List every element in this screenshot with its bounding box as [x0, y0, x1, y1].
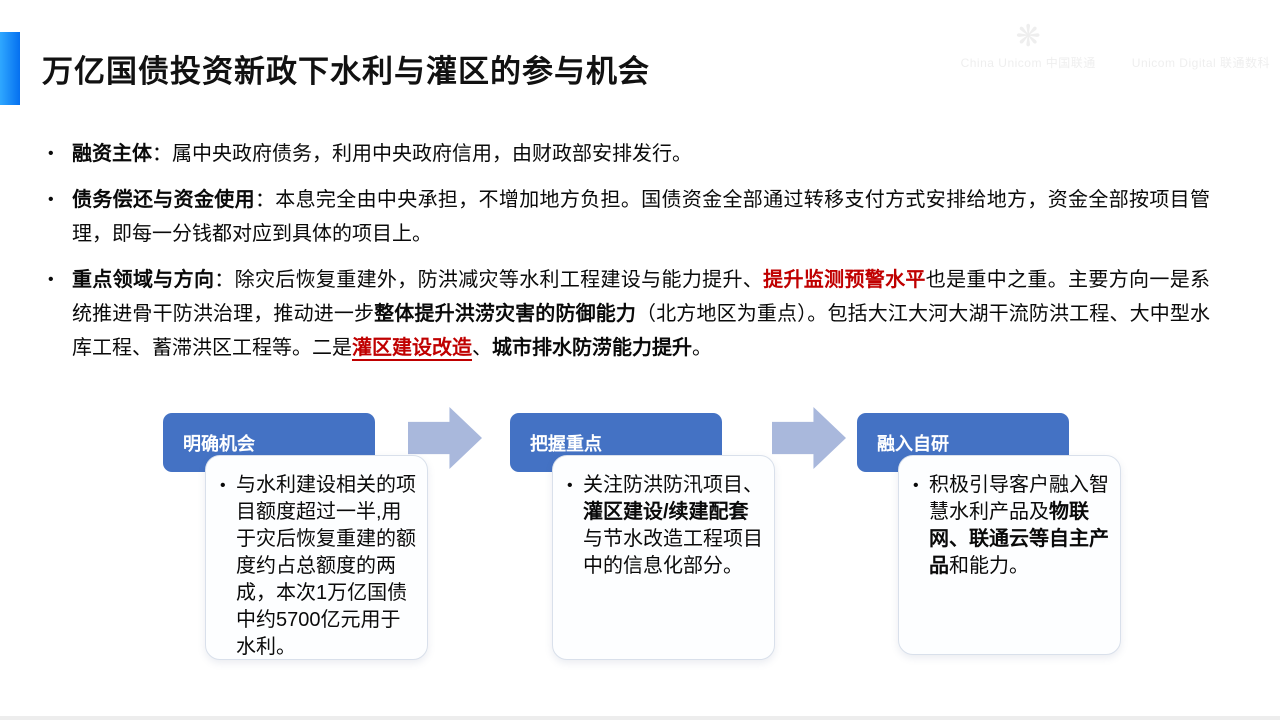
watermark-unicom-digital: Unicom Digital 联通数科 [1132, 54, 1270, 71]
watermark-china-unicom: ❋ China Unicom 中国联通 [961, 22, 1096, 71]
bullet-dot-icon: • [48, 145, 54, 162]
step-card-body: • 积极引导客户融入智慧水利产品及物联网、联通云等自主产品和能力。 [913, 472, 1110, 580]
watermark-text: China Unicom 中国联通 [960, 56, 1096, 70]
step-card-body: • 与水利建设相关的项目额度超过一半,用于灾后恢复重建的额度约占总额度的两成，本… [220, 472, 417, 661]
bullet-item-key-areas: • 重点领域与方向：除灾后恢复重建外，防洪减灾等水利工程建设与能力提升、提升监测… [42, 263, 1210, 365]
bullet-dot-icon: • [567, 477, 573, 494]
bullet-dot-icon: • [913, 477, 919, 494]
watermark-text: Unicom Digital 联通数科 [1131, 56, 1270, 70]
china-unicom-logo-icon: ❋ [1015, 20, 1041, 53]
bullet-text: 重点领域与方向：除灾后恢复重建外，防洪减灾等水利工程建设与能力提升、提升监测预警… [72, 269, 1211, 359]
slide-bottom-edge [0, 716, 1280, 720]
step-card-grasp-key-points: • 关注防洪防汛项目、灌区建设/续建配套与节水改造工程项目中的信息化部分。 [552, 455, 775, 660]
bullet-list: • 融资主体：属中央政府债务，利用中央政府信用，由财政部安排发行。 • 债务偿还… [42, 137, 1210, 377]
bullet-dot-icon: • [48, 191, 54, 208]
bullet-item-financing-entity: • 融资主体：属中央政府债务，利用中央政府信用，由财政部安排发行。 [42, 137, 1210, 171]
title-row: 万亿国债投资新政下水利与灌区的参与机会 [0, 32, 650, 105]
step-card-text: 积极引导客户融入智慧水利产品及物联网、联通云等自主产品和能力。 [929, 474, 1109, 577]
slide-title: 万亿国债投资新政下水利与灌区的参与机会 [42, 54, 650, 89]
step-card-identify-opportunity: • 与水利建设相关的项目额度超过一半,用于灾后恢复重建的额度约占总额度的两成，本… [205, 455, 428, 660]
step-card-text: 与水利建设相关的项目额度超过一半,用于灾后恢复重建的额度约占总额度的两成，本次1… [236, 474, 416, 658]
bullet-dot-icon: • [48, 271, 54, 288]
step-header-label: 把握重点 [530, 433, 602, 454]
step-card-text: 关注防洪防汛项目、灌区建设/续建配套与节水改造工程项目中的信息化部分。 [583, 474, 763, 577]
step-card-body: • 关注防洪防汛项目、灌区建设/续建配套与节水改造工程项目中的信息化部分。 [567, 472, 764, 580]
step-card-integrate-self-developed: • 积极引导客户融入智慧水利产品及物联网、联通云等自主产品和能力。 [898, 455, 1121, 655]
bullet-text: 融资主体：属中央政府债务，利用中央政府信用，由财政部安排发行。 [72, 143, 692, 165]
watermark: ❋ China Unicom 中国联通 Unicom Digital 联通数科 [961, 22, 1270, 71]
step-header-label: 明确机会 [183, 433, 255, 454]
step-header-label: 融入自研 [877, 433, 949, 454]
arrow-right-icon [772, 407, 846, 469]
title-accent-bar [0, 32, 20, 105]
bullet-dot-icon: • [220, 477, 226, 494]
bullet-item-debt-repayment: • 债务偿还与资金使用：本息完全由中央承担，不增加地方负担。国债资金全部通过转移… [42, 183, 1210, 251]
bullet-text: 债务偿还与资金使用：本息完全由中央承担，不增加地方负担。国债资金全部通过转移支付… [72, 189, 1211, 245]
